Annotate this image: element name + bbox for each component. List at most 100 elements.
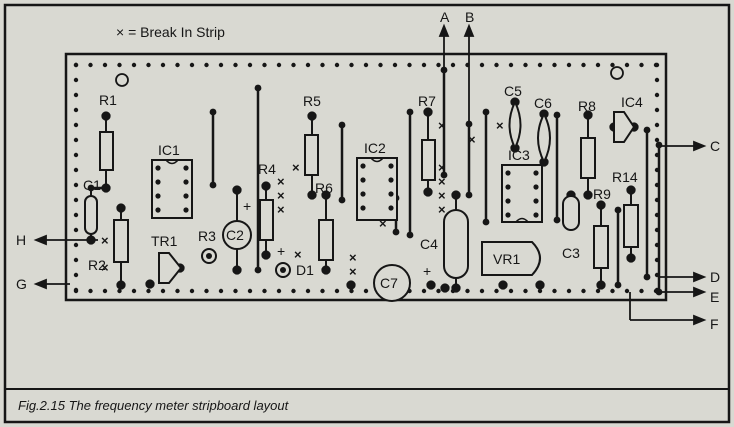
hole [218,62,224,68]
solder-dot [465,191,473,199]
label-d1: D1 [296,262,314,278]
ic-pin [183,179,189,185]
break-mark: × [277,202,285,217]
hole [421,62,427,68]
ic-pin [533,198,539,204]
terminal-h-label: H [16,232,26,248]
hole [552,62,557,68]
hole [117,62,122,68]
capacitor-c6 [537,111,551,165]
r3-pad-center [206,253,212,259]
hole [523,62,528,68]
hole [88,288,93,294]
break-mark: × [101,233,109,248]
hole [175,62,180,68]
break-mark: × [277,174,285,189]
ic-pin [360,177,366,183]
ic-pin [505,198,511,204]
ic-pin [388,163,394,169]
hole [73,167,79,173]
solder-dot [614,281,622,289]
break-mark: × [438,188,446,203]
hole [305,288,311,294]
break-mark: × [349,264,357,279]
hole [247,288,253,294]
label-c6: C6 [534,95,552,111]
capacitor-c4 [443,209,469,279]
solder-dot [440,283,450,293]
hole [73,62,79,68]
hole [233,62,238,68]
capacitor-c2 [222,220,252,250]
hole [450,62,456,68]
resistor-r5 [304,134,319,176]
hole [349,288,354,294]
resistor-r9 [593,225,609,269]
label-r5: R5 [303,93,321,109]
solder-dot [553,216,561,224]
hole [102,288,108,294]
hole [276,62,282,68]
break-mark: × [292,160,300,175]
break-mark: × [438,160,446,175]
hole [73,107,79,113]
hole [537,288,543,294]
break-mark: × [349,250,357,265]
resistor-r8 [580,137,596,179]
figure-border [3,3,731,424]
label-r4: R4 [258,161,276,177]
hole [378,62,383,68]
hole [291,288,296,294]
solder-dot [482,108,490,116]
terminal-b-label: B [465,9,474,25]
break-mark: × [379,216,387,231]
plus-c2: + [243,198,251,214]
hole [320,288,325,294]
solder-dot [426,280,436,290]
label-tr1: TR1 [151,233,178,249]
ic-pin [360,191,366,197]
hole [175,288,180,294]
label-ic1: IC1 [158,142,180,158]
ic-pin [388,191,394,197]
ic3-notch [515,217,529,223]
solder-dot [346,280,356,290]
hole [421,288,427,294]
label-r1: R1 [99,92,117,108]
hole [73,257,79,263]
terminal-d-label: D [710,269,720,285]
hole [131,62,137,68]
hole [204,288,209,294]
label-c2: C2 [226,227,244,243]
hole [610,62,615,68]
resistor-r4 [259,199,274,241]
hole [160,288,166,294]
capacitor-c5 [508,99,522,151]
hole [654,77,660,83]
hole [160,62,166,68]
solder-dot [482,218,490,226]
break-mark: × [468,132,476,147]
plus-d1: + [277,243,285,259]
label-r7: R7 [418,93,436,109]
hole [508,62,514,68]
hole [595,62,601,68]
resistor-r7 [421,139,436,181]
hole [581,288,586,294]
ic4-body [613,111,636,143]
label-ic2: IC2 [364,140,386,156]
hole [566,288,572,294]
capacitor-c1 [84,195,98,235]
hole [334,62,340,68]
hole [465,288,470,294]
hole [639,62,644,68]
label-r6: R6 [315,180,333,196]
ic-pin [155,207,161,213]
hole [392,62,398,68]
resistor-r1 [99,131,114,171]
hole [73,287,79,293]
break-mark: × [438,174,446,189]
hole [131,288,137,294]
terminal-g-label: G [16,276,27,292]
